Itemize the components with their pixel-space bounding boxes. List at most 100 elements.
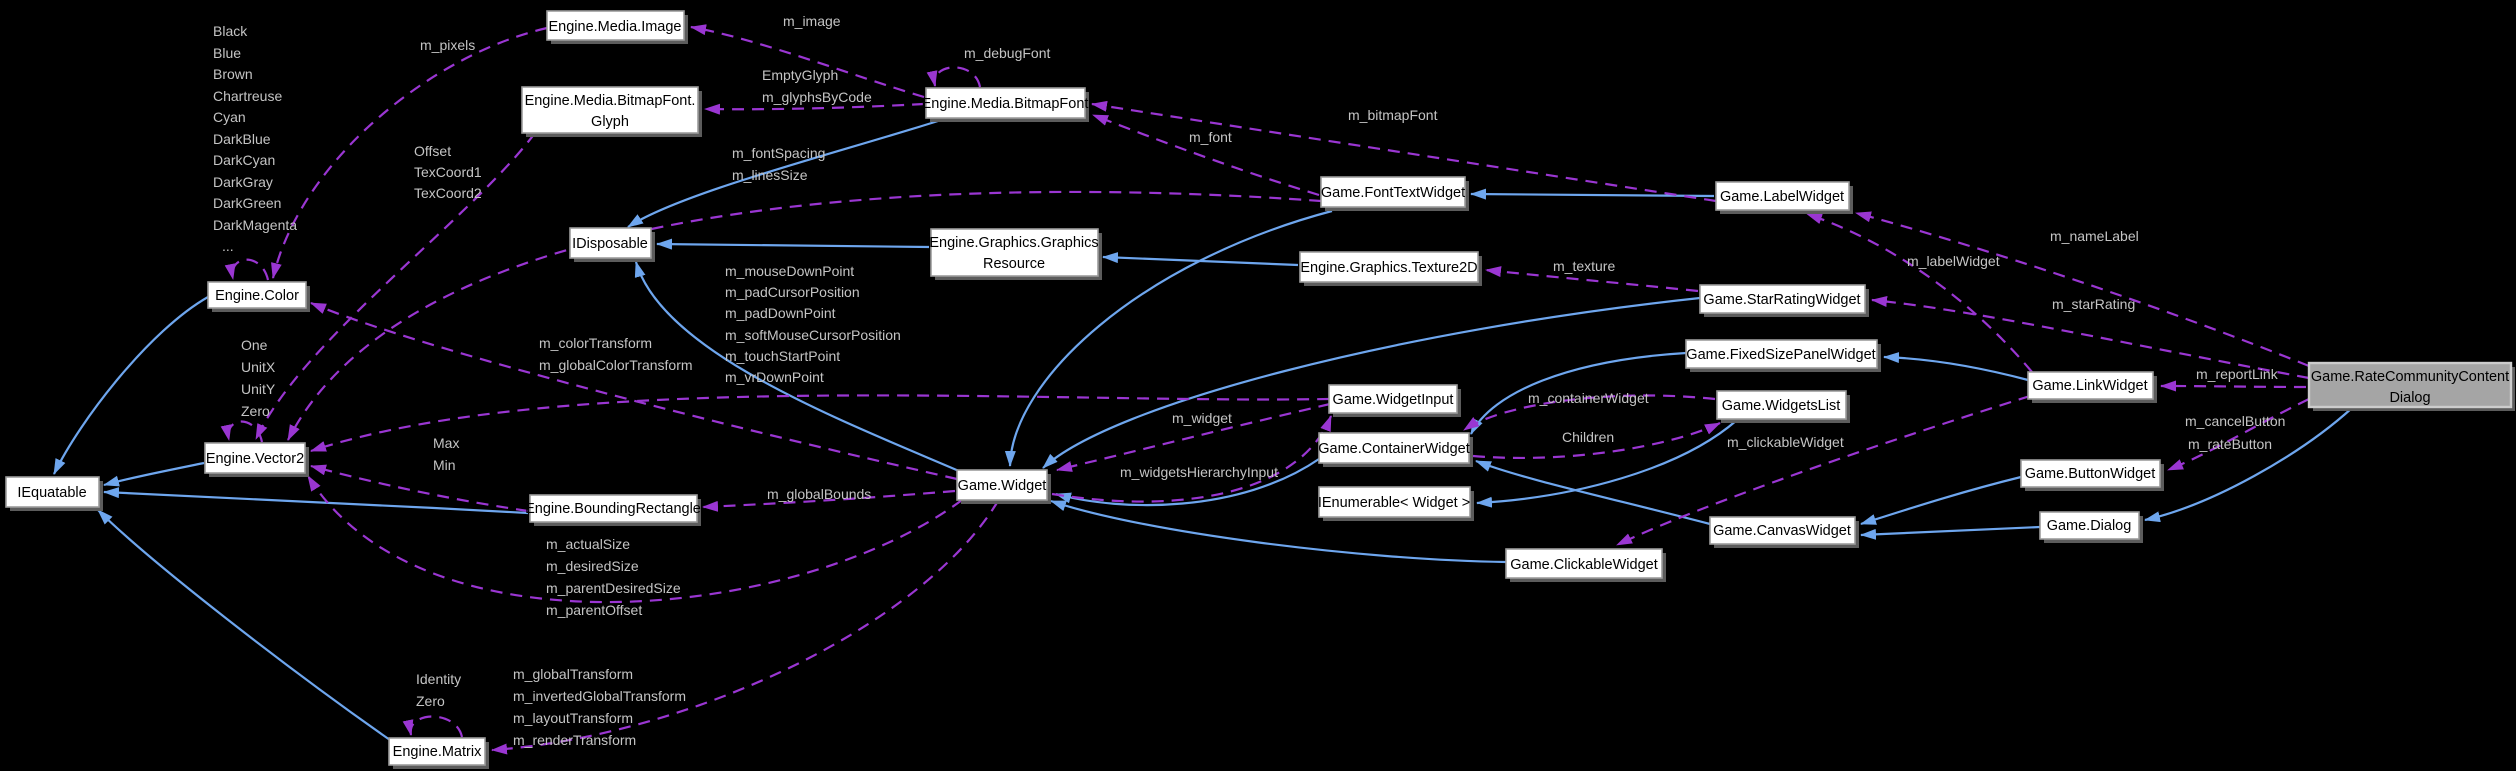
edge-ratedialog-starrating (1871, 296, 2310, 380)
node-engine-vector2[interactable]: Engine.Vector2 (204, 442, 309, 477)
edge-vector2-iequatable (103, 461, 205, 487)
node-engine-color[interactable]: Engine.Color (207, 281, 310, 312)
edge-container-widget (1055, 458, 1320, 507)
node-game-containerwidget[interactable]: Game.ContainerWidget (1318, 432, 1473, 467)
edge-label: m_layoutTransform (513, 710, 633, 726)
edge-label: DarkGray (213, 174, 273, 190)
edge-label: m_parentOffset (546, 602, 642, 618)
node-game-widgetslist[interactable]: Game.WidgetsList (1716, 390, 1850, 423)
edge-label: Black (213, 23, 248, 39)
edge-label: m_padCursorPosition (725, 284, 860, 300)
edge-label: Max (433, 435, 459, 451)
edge-label: EmptyGlyph (762, 67, 838, 83)
edge-label: One (241, 337, 268, 353)
node-label: Dialog (2389, 390, 2430, 406)
edge-link-fixedsize (1883, 352, 2029, 382)
edge-glyph-vector2 (255, 132, 536, 440)
node-iequatable[interactable]: IEquatable (5, 476, 103, 511)
edge-widgetslist-container (1463, 394, 1716, 431)
edge-color-iequatable (53, 296, 209, 475)
node-engine-boundingrectangle[interactable]: Engine.BoundingRectangle (525, 494, 701, 526)
edge-link-clickable (1616, 394, 2031, 546)
edge-label: DarkMagenta (213, 217, 297, 233)
edge-widget-boundingrect (702, 489, 956, 512)
node-label: Engine.Graphics.Texture2D (1300, 260, 1477, 276)
edge-labelwidget-fonttext (1470, 188, 1715, 200)
node-label: Engine.Vector2 (206, 451, 304, 467)
edge-ratedialog-button (2167, 398, 2310, 472)
edge-label: m_starRating (2052, 296, 2135, 312)
edge-widget-matrix (491, 500, 999, 755)
edge-label: Zero (416, 693, 445, 709)
node-game-ratecommunitycontentdialog[interactable]: Game.RateCommunityContent Dialog (2307, 361, 2515, 411)
edge-color-self (224, 258, 270, 281)
edge-label: m_globalBounds (767, 486, 871, 502)
edge-bitmapfont-image (690, 24, 925, 99)
node-label: Game.FontTextWidget (1321, 185, 1465, 201)
edge-container-widgetslist (1472, 422, 1721, 459)
edge-label: m_bitmapFont (1348, 107, 1438, 123)
node-label: IEnumerable< Widget > (1318, 495, 1470, 511)
edge-label: TexCoord2 (414, 185, 482, 201)
node-game-widgetinput[interactable]: Game.WidgetInput (1328, 384, 1461, 417)
edge-label: m_globalColorTransform (539, 357, 693, 373)
edge-label: m_vrDownPoint (725, 369, 824, 385)
node-game-clickablewidget[interactable]: Game.ClickableWidget (1505, 548, 1666, 582)
edge-label: m_desiredSize (546, 558, 639, 574)
edge-widget-widgetinput (1051, 415, 1333, 503)
node-engine-matrix[interactable]: Engine.Matrix (388, 737, 489, 769)
node-label: Game.ButtonWidget (2025, 466, 2156, 482)
node-game-labelwidget[interactable]: Game.LabelWidget (1715, 181, 1853, 214)
edge-widgetslist-ienumerable (1476, 419, 1738, 508)
node-engine-media-image[interactable]: Engine.Media.Image (546, 10, 688, 44)
edge-fonttext-vector2 (287, 190, 1322, 441)
edge-vector2-self (220, 420, 264, 443)
node-label: Game.RateCommunityContent (2311, 369, 2509, 385)
edge-starrating-widget (1042, 296, 1701, 469)
node-engine-graphics-graphicsresource[interactable]: Engine.Graphics.Graphics Resource (929, 228, 1102, 280)
node-game-starratingwidget[interactable]: Game.StarRatingWidget (1699, 284, 1869, 317)
node-game-canvaswidget[interactable]: Game.CanvasWidget (1709, 516, 1859, 548)
edge-matrix-self (402, 715, 464, 738)
node-game-widget[interactable]: Game.Widget (956, 469, 1051, 504)
edge-graphicsresource-idisposable (656, 238, 930, 250)
edge-label: Cyan (213, 109, 246, 125)
node-game-fixedsizepanelwidget[interactable]: Game.FixedSizePanelWidget (1685, 339, 1881, 372)
node-game-buttonwidget[interactable]: Game.ButtonWidget (2020, 459, 2164, 491)
edge-bitmapfont-self (926, 66, 982, 88)
edge-label: m_mouseDownPoint (725, 263, 854, 279)
node-label: Glyph (591, 114, 629, 130)
node-game-fonttextwidget[interactable]: Game.FontTextWidget (1320, 176, 1469, 211)
node-engine-media-bitmapfont[interactable]: Engine.Media.BitmapFont (922, 87, 1089, 122)
node-label: Engine.Graphics.Graphics (929, 235, 1098, 251)
edge-label: Zero (241, 403, 270, 419)
node-ienumerable-widget[interactable]: IEnumerable< Widget > (1318, 486, 1474, 521)
edge-label: m_touchStartPoint (725, 348, 840, 364)
edge-label: UnitX (241, 359, 276, 375)
edge-label: Brown (213, 66, 253, 82)
edge-button-canvas (1860, 475, 2022, 526)
node-game-linkwidget[interactable]: Game.LinkWidget (2027, 371, 2157, 403)
node-engine-media-bitmapfont-glyph[interactable]: Engine.Media.BitmapFont. Glyph (521, 86, 702, 137)
edge-label: m_linesSize (732, 167, 808, 183)
node-idisposable[interactable]: IDisposable (569, 227, 655, 262)
edge-labelwidget-bitmapfont (1091, 100, 1717, 203)
edge-label: DarkBlue (213, 131, 271, 147)
edge-fonttext-widget (1004, 209, 1333, 467)
node-engine-graphics-texture2d[interactable]: Engine.Graphics.Texture2D (1299, 251, 1482, 286)
edge-label: m_globalTransform (513, 666, 633, 682)
edge-label: Blue (213, 45, 241, 61)
node-label: Game.ContainerWidget (1318, 441, 1470, 457)
edge-label: ... (222, 238, 234, 254)
inheritance-edges (53, 119, 2353, 741)
edge-label: m_glyphsByCode (762, 89, 872, 105)
edge-label: m_containerWidget (1528, 390, 1649, 406)
edge-label: m_colorTransform (539, 335, 652, 351)
node-game-dialog[interactable]: Game.Dialog (2039, 511, 2143, 543)
node-label: Game.ClickableWidget (1510, 557, 1657, 573)
edge-label: m_rateButton (2188, 436, 2272, 452)
edge-clickable-widget (1050, 499, 1507, 564)
edge-fixedsize-container (1470, 351, 1687, 435)
